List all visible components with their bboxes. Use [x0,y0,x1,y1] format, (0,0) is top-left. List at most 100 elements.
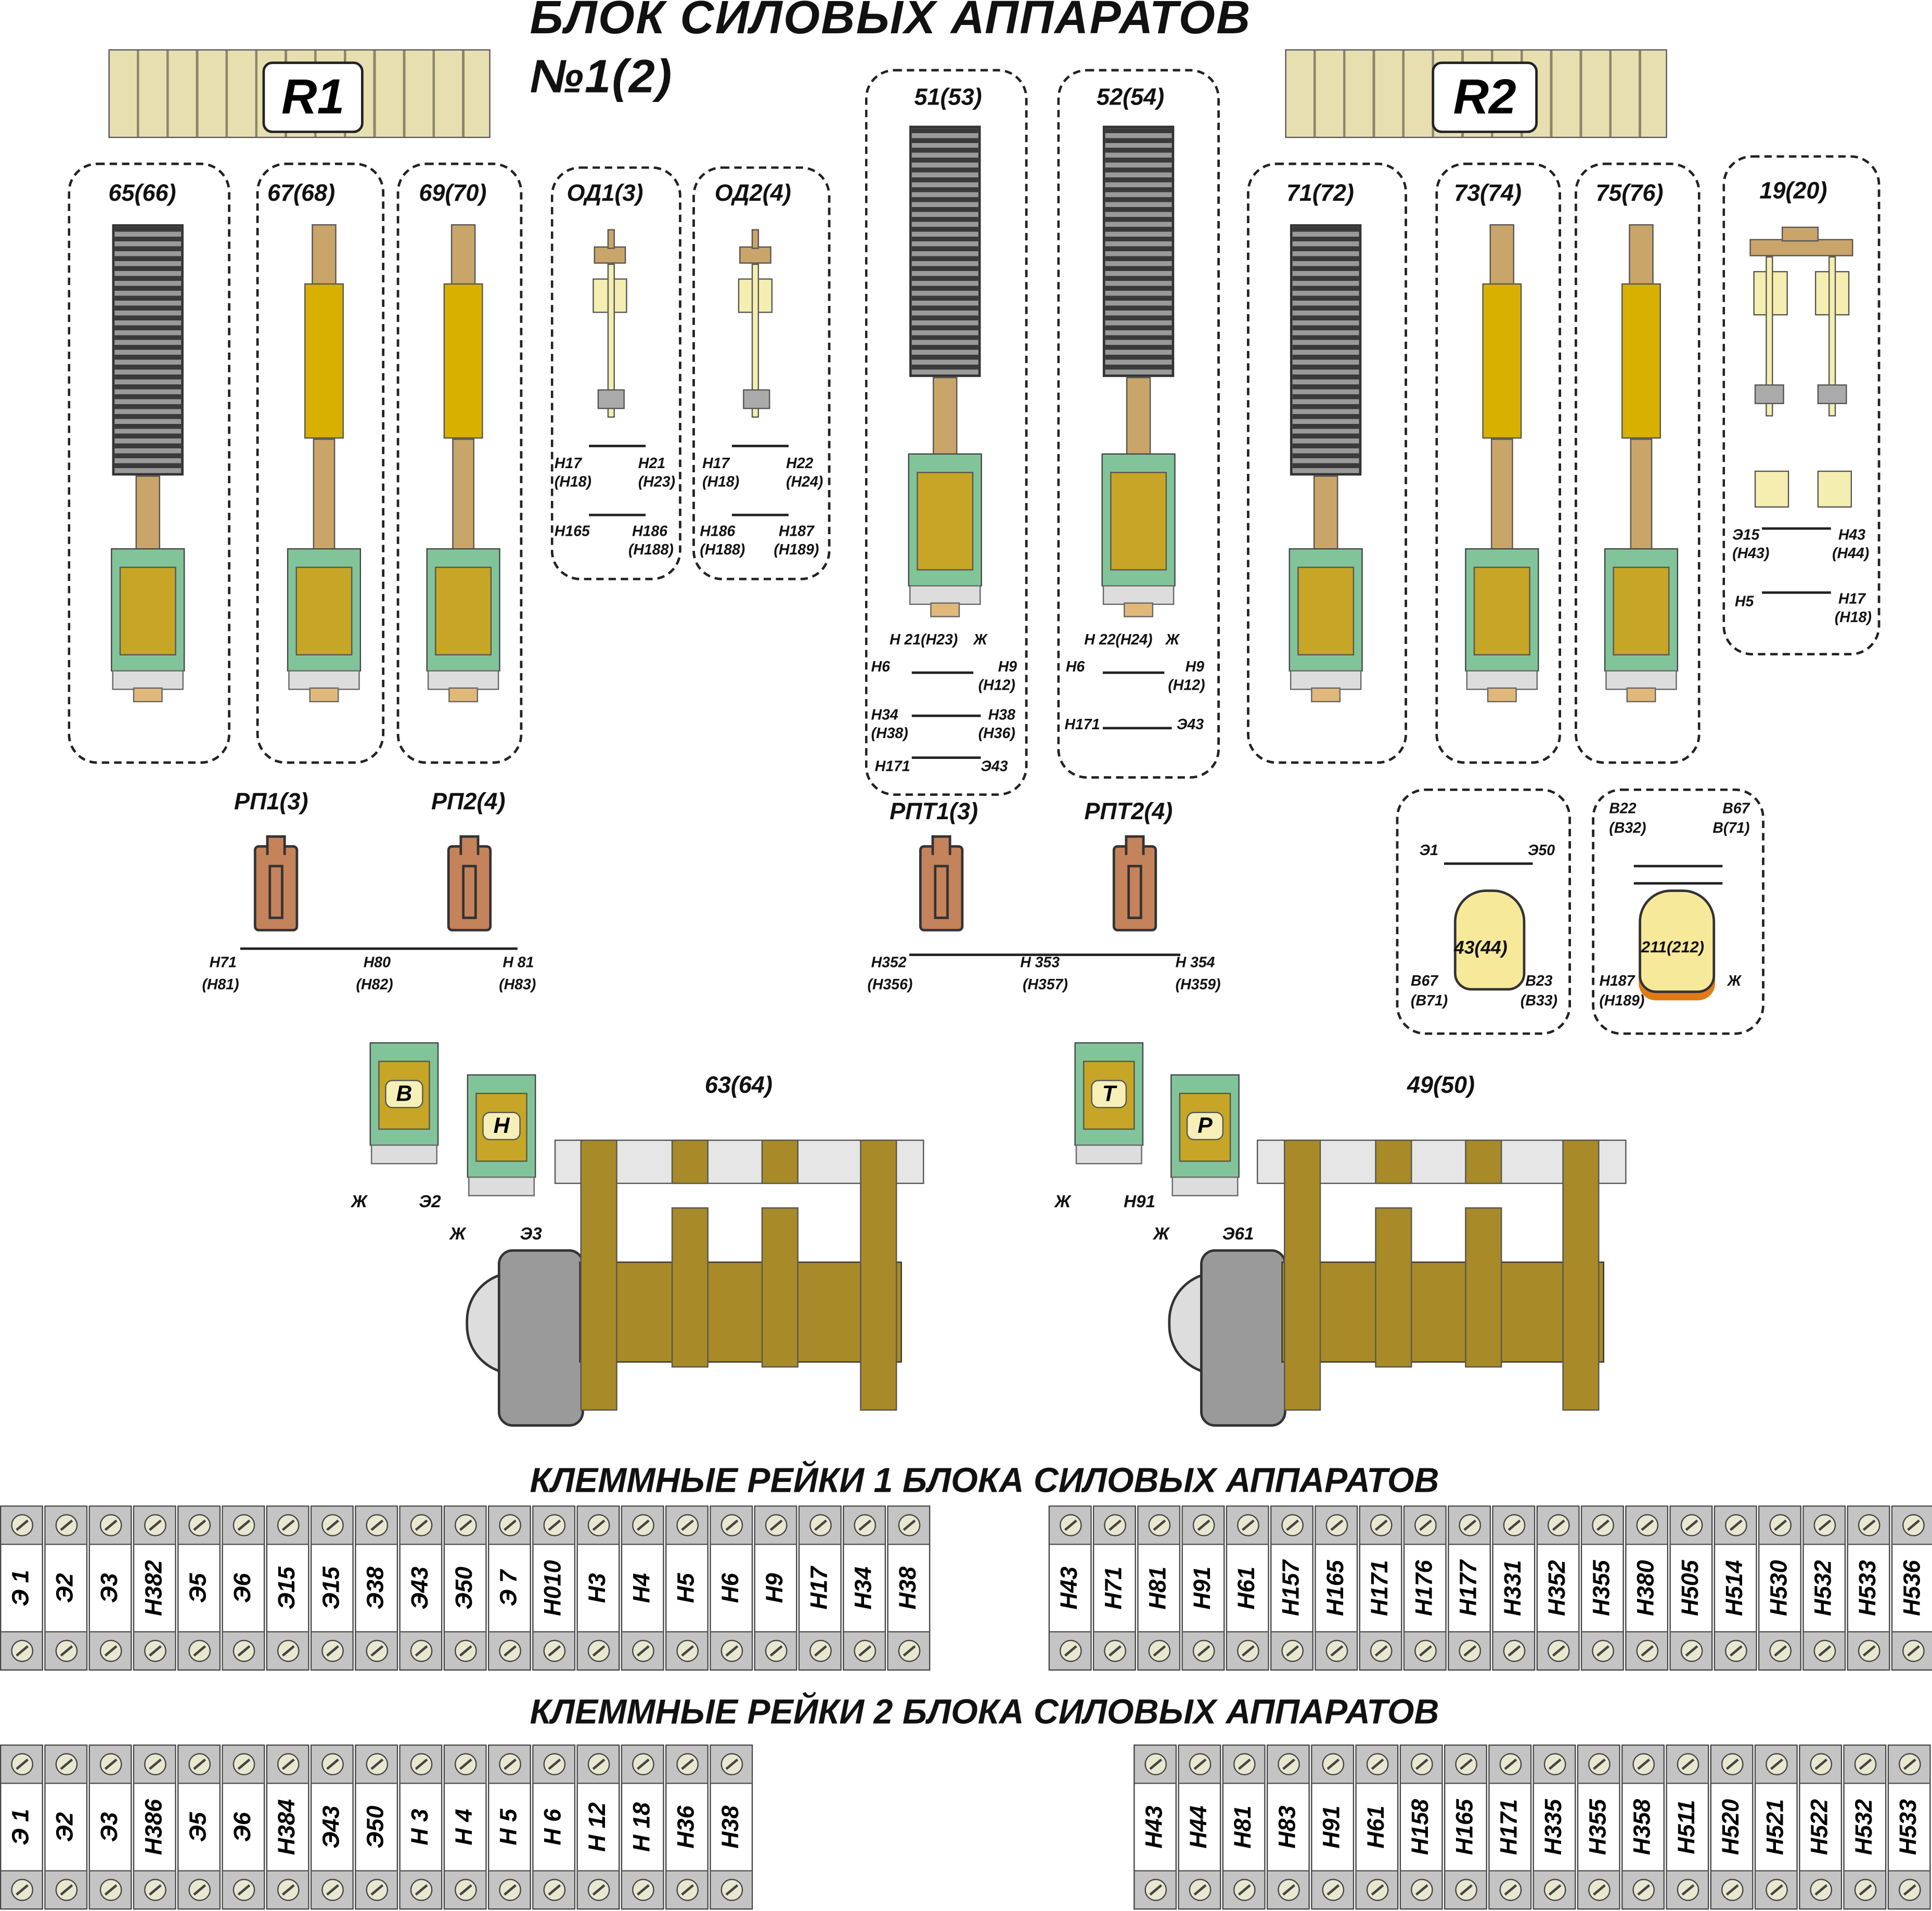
terminal-label: Н331 [1500,1560,1526,1616]
terminal-label: Н61 [1363,1805,1389,1849]
c19-fixed-contact [1817,470,1852,508]
terminal-block: Н386 [133,1744,176,1910]
screw-icon [365,1639,388,1662]
od2-label: ОД2(4) [714,181,791,207]
terminal-block: Н171 [1359,1505,1402,1671]
screw-icon [1769,1514,1791,1536]
terminal-label: Н36 [673,1805,700,1849]
c51-contact: Н 21(Н23) [890,630,958,648]
contactor-75-frame [1575,162,1701,764]
terminal-label: Э15 [318,1566,345,1610]
screw-icon [1813,1639,1836,1662]
screw-icon [1454,1879,1477,1901]
terminal-label: Н 4 [452,1809,478,1845]
rp-contact-line [240,947,518,950]
c19-contact: (Н44) [1832,544,1870,562]
screw-icon [1410,1879,1433,1901]
terminal-block: Н514 [1714,1505,1757,1671]
screw-icon [10,1753,33,1776]
rp-contact: (Н83) [499,975,536,993]
terminal-block: Э15 [310,1505,354,1671]
screw-icon [1543,1753,1566,1776]
terminal-label: Э38 [363,1566,389,1610]
c51-contact: Н9 [998,657,1017,675]
terminal-label: Н5 [673,1573,700,1603]
terminal-block: Н171 [1488,1744,1532,1910]
switch-43-cam [1453,889,1526,991]
c51-contact: Н34 [871,706,898,724]
c19-contact: (Н43) [1732,544,1770,562]
reverser-63-cylinder [497,1249,584,1427]
reverser-wire: Э2 [419,1191,441,1211]
terminal-block: Э43 [310,1744,354,1910]
screw-icon [1765,1753,1787,1776]
screw-icon [365,1514,388,1536]
terminal-label: Н44 [1186,1805,1212,1849]
reverser-wire: Ж [351,1191,367,1211]
contactor-rod [1491,438,1513,550]
screw-icon [1281,1639,1303,1662]
c19-contact: (Н18) [1834,609,1872,626]
terminal-block: Н4 [621,1505,664,1671]
c19-nut [1754,384,1784,404]
screw-icon [1853,1753,1876,1776]
sw43-contact: Э50 [1528,841,1555,859]
screw-icon [365,1879,388,1901]
contact-line [1102,727,1172,730]
terminal-block: Н 3 [399,1744,443,1910]
contactor-71-label: 71(72) [1286,181,1354,207]
reverser-49-shaft [1281,1261,1604,1363]
od1-contact: (Н18) [554,473,591,490]
rp-contact: Н 81 [503,953,534,971]
terminal-label: Н382 [141,1560,167,1616]
screw-icon [1232,1879,1255,1901]
od2-nut [743,389,770,409]
terminal-block: Н38 [710,1744,753,1910]
screw-icon [1325,1639,1348,1662]
od2-rod [751,263,759,418]
screw-icon [232,1879,255,1901]
screw-icon [1413,1514,1436,1536]
c51-contact: (Н36) [978,724,1015,742]
od2-contact: (Н189) [774,540,819,558]
od2-contact: Н187 [778,522,814,540]
screw-icon [1853,1879,1876,1901]
terminal-block: Н382 [133,1505,176,1671]
relay-rpt2 [1112,835,1157,932]
terminal-label: Н522 [1807,1799,1833,1855]
screw-icon [1454,1753,1477,1776]
terminals-1-title: КЛЕММНЫЕ РЕЙКИ 1 БЛОКА СИЛОВЫХ АППАРАТОВ [530,1461,1439,1500]
screw-icon [188,1639,210,1662]
screw-icon [631,1639,654,1662]
terminal-block: Н81 [1222,1744,1266,1910]
contactor-moving-part [443,283,483,439]
c51-contact: Э43 [981,757,1008,775]
reverser-wire: Э3 [520,1223,542,1243]
terminals-2-title: КЛЕММНЫЕ РЕЙКИ 2 БЛОКА СИЛОВЫХ АППАРАТОВ [530,1693,1439,1731]
screw-icon [321,1514,343,1536]
terminal-block: Н165 [1315,1505,1358,1671]
relay-rp1-label: РП1(3) [234,790,308,816]
sw43-contact: В23 [1525,972,1553,989]
screw-icon [276,1514,299,1536]
c52-contact: Н171 [1064,716,1100,733]
sw43-contact: Э1 [1419,841,1438,859]
terminal-block: Н384 [266,1744,310,1910]
screw-icon [720,1879,743,1901]
terminal-block: Н520 [1710,1744,1754,1910]
coil-52 [1101,453,1176,617]
c51-contact: Ж [973,630,987,648]
sw211-contact: В22 [1609,799,1637,817]
terminal-label: Э3 [96,1573,123,1603]
switch-43-label: 43(44) [1453,937,1508,959]
screw-icon [276,1879,299,1901]
terminal-block: Н177 [1448,1505,1491,1671]
rp-contact: (Н81) [202,975,239,993]
screw-icon [1676,1879,1699,1901]
terminal-label: Н352 [1544,1560,1570,1616]
reverser-finger [1465,1207,1502,1368]
terminal-label: Н380 [1633,1560,1659,1616]
terminal-block: Н83 [1266,1744,1310,1910]
od2-contact: (Н18) [702,473,740,490]
sw43-contact: (В71) [1411,991,1448,1009]
